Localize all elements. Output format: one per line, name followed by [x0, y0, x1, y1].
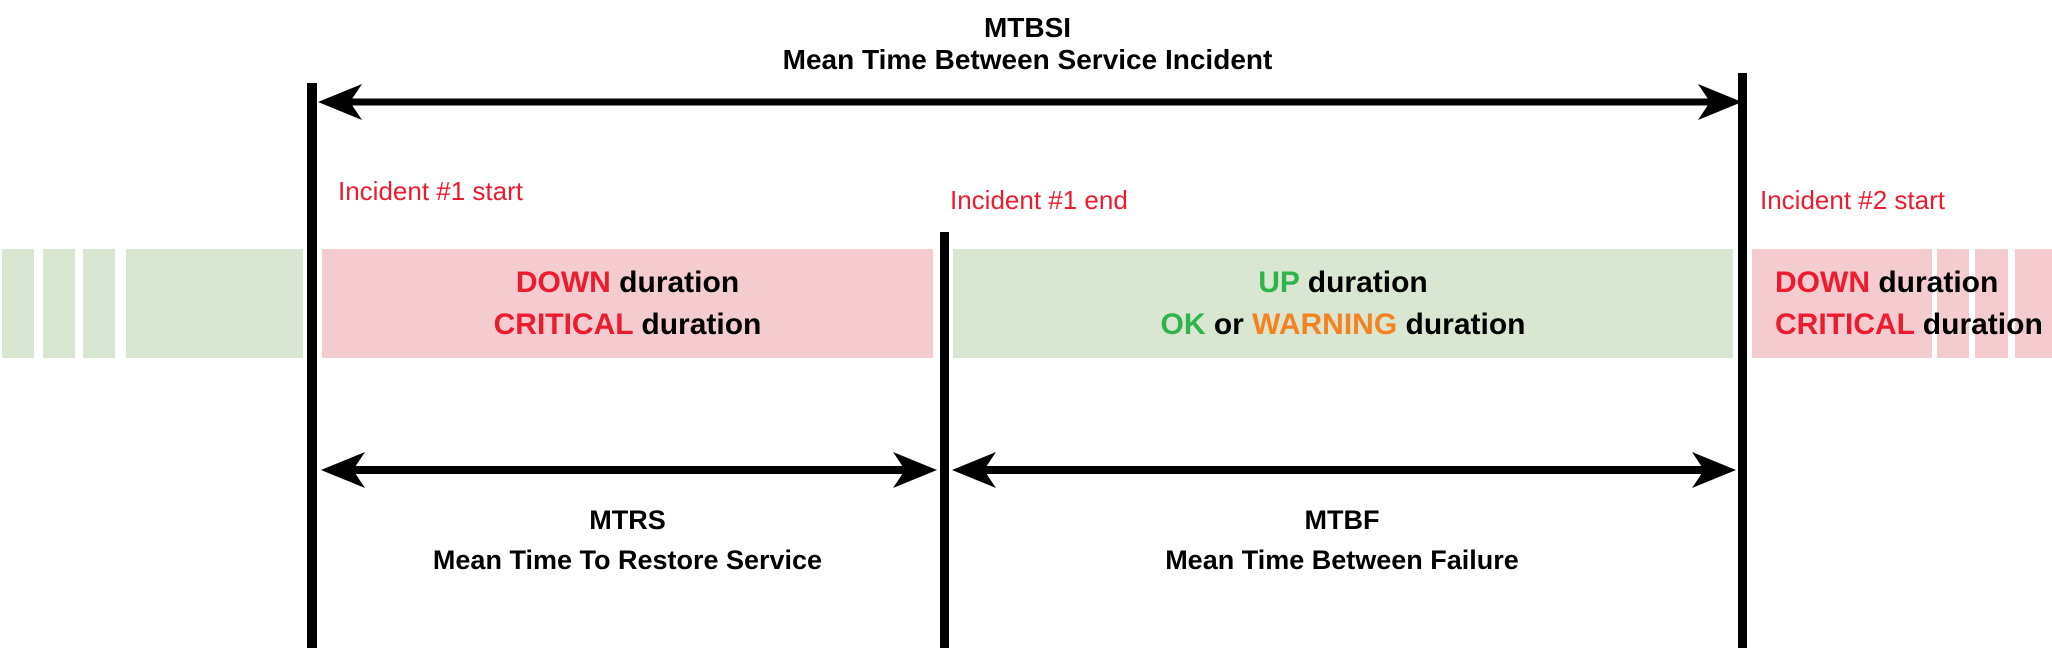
up-keyword: UP	[1258, 265, 1300, 299]
prior-up-segment	[43, 249, 75, 358]
down-band-2-stripe	[1975, 249, 2008, 358]
critical-keyword: CRITICAL	[493, 307, 634, 341]
mtbf-label: MTBF Mean Time Between Failure	[951, 500, 1733, 580]
down-band-1: DOWN duration CRITICAL duration	[322, 249, 933, 358]
incident-2-start-label: Incident #2 start	[1760, 185, 1945, 215]
incident-1-start-label: Incident #1 start	[338, 176, 523, 206]
diagram-title: MTBSI Mean Time Between Service Incident	[312, 12, 1743, 76]
incident-1-start-marker	[307, 83, 317, 648]
incident-1-end-marker	[940, 232, 949, 648]
critical-duration-line: CRITICAL duration	[493, 307, 762, 341]
prior-up-segment	[83, 249, 115, 358]
incident-1-end-label: Incident #1 end	[950, 185, 1128, 215]
mtbf-span-arrow	[952, 452, 1736, 488]
mtbf-abbr-label: MTBF	[1304, 505, 1380, 535]
down-band-2-text: DOWN duration CRITICAL duration	[1775, 249, 2052, 358]
down-duration-line: DOWN duration	[1775, 265, 1999, 299]
up-band: UP duration OK or WARNING duration	[953, 249, 1733, 358]
down-band-2-stripe	[1937, 249, 1969, 358]
warning-keyword: WARNING	[1252, 307, 1398, 341]
mtbsi-full-label: Mean Time Between Service Incident	[782, 44, 1273, 75]
down-band-2	[1752, 249, 1932, 358]
down-band-2-stripe	[2015, 249, 2052, 358]
incident-2-start-marker	[1738, 73, 1747, 648]
mtbf-full-label: Mean Time Between Failure	[1165, 545, 1519, 575]
ok-warning-duration-line: OK or WARNING duration	[1160, 307, 1526, 341]
prior-up-segment	[2, 249, 34, 358]
critical-duration-line: CRITICAL duration	[1775, 307, 2043, 341]
up-duration-line: UP duration	[1258, 265, 1428, 299]
ok-keyword: OK	[1160, 307, 1206, 341]
prior-up-segment	[126, 249, 303, 358]
mtrs-full-label: Mean Time To Restore Service	[432, 545, 823, 575]
critical-keyword: CRITICAL	[1775, 307, 1915, 341]
mtrs-label: MTRS Mean Time To Restore Service	[322, 500, 933, 580]
mtbsi-abbr-label: MTBSI	[983, 12, 1072, 43]
mtrs-span-arrow	[321, 452, 937, 488]
mtrs-abbr-label: MTRS	[589, 505, 666, 535]
down-duration-line: DOWN duration	[515, 265, 740, 299]
mtbsi-span-arrow	[318, 84, 1742, 120]
down-keyword: DOWN	[515, 265, 611, 299]
down-keyword: DOWN	[1775, 265, 1870, 299]
